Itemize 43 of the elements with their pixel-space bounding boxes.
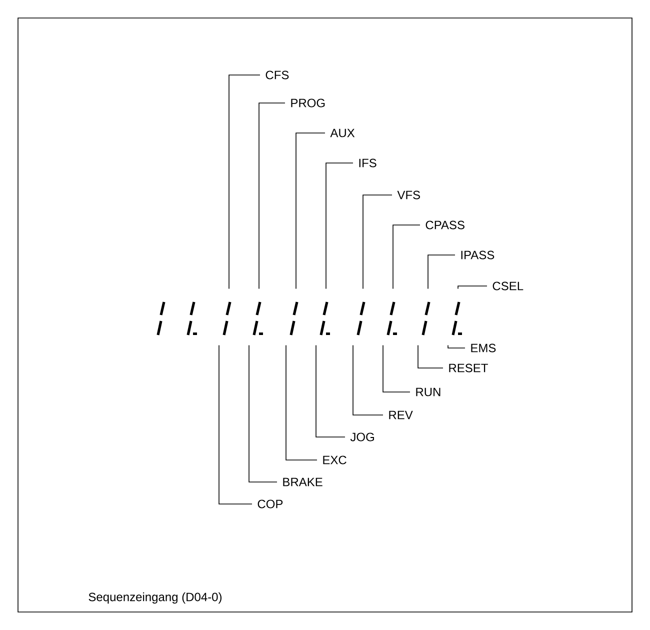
leader-line (316, 344, 346, 438)
signal-label: COP (258, 500, 283, 508)
leader-line (286, 344, 318, 460)
signal-label: CPASS (426, 220, 464, 230)
display-digit (252, 302, 263, 336)
leader-line (448, 344, 466, 348)
caption: Sequenzeingang (D04-0) (88, 592, 222, 604)
display-digit (290, 302, 298, 336)
leader-line (362, 194, 392, 290)
signal-label: BRAKE (283, 478, 322, 486)
signal-label: CSEL (492, 282, 524, 290)
display-digit (422, 302, 430, 336)
signal-label: EXC (323, 456, 346, 464)
signal-label: AUX (330, 128, 355, 138)
display-digit (222, 302, 232, 336)
signal-label: JOG (350, 432, 374, 442)
leader-line (352, 344, 384, 416)
leader-line (228, 74, 260, 290)
leader-line (296, 132, 326, 290)
leader-line (326, 162, 354, 290)
display-digit (320, 302, 330, 336)
signal-label: REV (389, 410, 413, 420)
leader-line (392, 224, 420, 290)
leader-line (248, 344, 278, 482)
leader-line (458, 286, 488, 290)
signal-label: RESET (449, 364, 488, 372)
signal-label: CFS (266, 70, 289, 80)
display-digit (386, 302, 397, 336)
leader-line (218, 344, 252, 504)
signal-label: IPASS (461, 250, 494, 260)
signal-label: PROG (291, 98, 325, 108)
leader-line (258, 102, 286, 290)
leader-line (418, 344, 444, 368)
signal-label: IFS (359, 158, 376, 168)
signal-label: RUN (416, 388, 440, 396)
leader-line (382, 344, 410, 392)
display-digit (186, 302, 197, 336)
signal-label: VFS (397, 190, 420, 200)
display-digit (452, 302, 462, 336)
display-digit (156, 302, 166, 336)
leader-line (428, 254, 456, 290)
signal-label: EMS (471, 344, 496, 352)
display-digit (356, 302, 366, 336)
